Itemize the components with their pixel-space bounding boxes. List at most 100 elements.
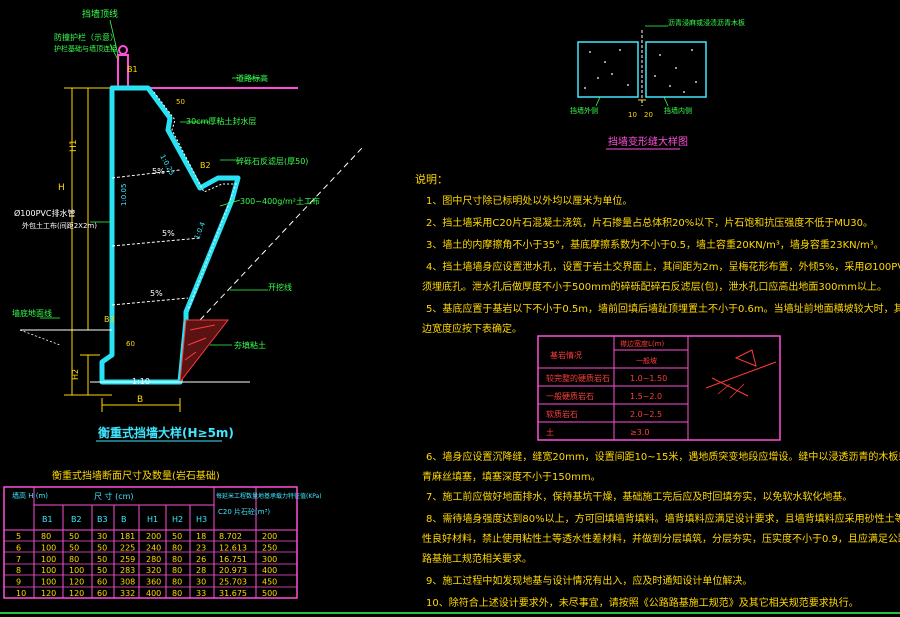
dim-table-col-header: B (121, 515, 127, 524)
wall-outline (99, 85, 241, 385)
ratio-face-label: 1:0.05 (120, 184, 128, 206)
dim-table-cell: 6 (16, 543, 21, 552)
note-line: 9、施工过程中如发现地基与设计情况有出入，应及时通知设计单位解决。 (426, 574, 752, 587)
ledge-rock-cell: 软质岩石 (546, 409, 578, 419)
dim-h-label: H (58, 183, 65, 193)
dim-table-cell: 100 (69, 566, 84, 575)
joint-dim-10: 10 (628, 111, 637, 119)
ledge-rock-cell: 一般硬质岩石 (546, 391, 594, 401)
dim-table-cell: 400 (262, 566, 277, 575)
label-guardrail: 防撞护栏（示意） (54, 32, 118, 42)
dim-table-col-header: B1 (42, 515, 53, 524)
dim-table-cell: 80 (41, 532, 51, 541)
dim-table-cell: 80 (172, 555, 182, 564)
ledge-width-cell: 1.0~1.50 (630, 374, 667, 383)
ledge-header-width: 襟边宽度L(m) (620, 339, 664, 348)
dim-h1-label: H1 (69, 140, 79, 153)
dim-table-title: 衡重式挡墙断面尺寸及数量(岩石基础) (52, 469, 220, 482)
dim-b1-label: B1 (127, 65, 138, 74)
gravel-layer (153, 91, 237, 311)
label-guardrail-note: 护栏基础与墙顶连接 (54, 44, 117, 53)
label-drain-pipe: Ø100PVC排水管 (14, 208, 75, 218)
label-seal-layer: 30cm厚粘土封水层 (186, 116, 256, 126)
dim-table-cell: 181 (120, 532, 135, 541)
label-road-level: 道路标高 (236, 73, 268, 83)
note-line: 性良好材料，禁止使用粘性土等透水性差材料，并做到分层填筑，分层夯实，压实度不小于… (422, 532, 900, 545)
dim-table-cell: 50 (97, 566, 107, 575)
dim-table-header-qty: 每延米工程数量 (216, 492, 258, 500)
dim-h2-label: H2 (71, 369, 80, 380)
dim-table-cell: 80 (69, 555, 79, 564)
dim-table-cell: 80 (172, 589, 182, 598)
dim-table-cell: 28 (196, 566, 206, 575)
dim-table-cell: 320 (146, 566, 161, 575)
dim-table-cell: 7 (16, 555, 21, 564)
dim-table-col-header: B3 (97, 515, 108, 524)
note-line: 6、墙身应设置沉降缝，缝宽20mm，设置间距10~15米，遇地质突变地段应增设。… (426, 450, 900, 463)
dim-table-cell: 9 (16, 578, 21, 587)
dim-table-cell: 60 (97, 589, 107, 598)
dim-table-cell: 25.703 (219, 578, 247, 587)
dim-table-cell: 50 (69, 543, 79, 552)
label-wall-bottom: 墙底地面线 (12, 308, 52, 318)
note-line: 2、挡土墙采用C20片石混凝土浇筑，片石掺量占总体积20%以下，片石饱和抗压强度… (426, 216, 873, 229)
dim-table-cell: 332 (120, 589, 135, 598)
dim-table-cell: 10 (16, 589, 26, 598)
joint-title: 挡墙变形缝大样图 (608, 135, 688, 148)
backfill-area (179, 319, 230, 384)
dim-table-cell: 26 (196, 555, 206, 564)
dim-table-cell: 283 (120, 566, 135, 575)
dim-table-cell: 360 (146, 578, 161, 587)
ledge-header-general: 一般坡 (636, 356, 657, 365)
dim-table-cell: 100 (41, 578, 56, 587)
dim-table-cell: 8 (16, 566, 21, 575)
note-line: 3、墙土的内摩擦角不小于35°，基底摩擦系数为不小于0.5，墙土容重20KN/m… (426, 238, 884, 251)
dim-table-cell: 120 (41, 589, 56, 598)
dim-table-cell: 12.613 (219, 543, 247, 552)
joint-detail: 沥青浸麻或浸渍沥青木板 挡墙外侧 挡墙内侧 10 20 挡墙变形缝大样图 (570, 18, 745, 150)
ledge-rock-cell: 土 (546, 427, 554, 437)
dim-table-header-bearing: 地基承载力特征值(KPa) (258, 492, 322, 500)
dim-table-header-dims: 尺 寸 (cm) (94, 491, 134, 501)
joint-left-block (577, 41, 639, 98)
dim-table-cell: 250 (262, 543, 277, 552)
note-line: 青麻丝填塞，填塞深度不小于150mm。 (422, 470, 601, 483)
dim-table-header-c20: C20 片石砼(m³) (218, 507, 270, 516)
label-slope-top: 5% (152, 167, 165, 176)
dim-table-cell: 100 (41, 566, 56, 575)
joint-dim-20: 20 (644, 111, 653, 119)
label-drain-pipe-note: 外包土工布(间距2X2m) (22, 221, 97, 230)
joint-right-block (645, 41, 707, 98)
dim-table-cell: 100 (41, 543, 56, 552)
dim-b-label: B (137, 395, 143, 405)
note-line: 4、挡土墙墙身应设置泄水孔，设置于岩土交界面上，其间距为2m，呈梅花形布置，外倾… (426, 260, 900, 273)
dim-b2-label: B2 (200, 161, 211, 170)
dim-table-cell: 300 (262, 555, 277, 564)
dim-table-cell: 400 (146, 589, 161, 598)
dim-table-cell: 50 (97, 543, 107, 552)
notes-heading: 说明： (415, 172, 448, 186)
note-line: 须埋底孔。泄水孔后做厚度不小于500mm的碎砾配碎石反滤层(包)，泄水孔口应高出… (422, 280, 887, 293)
dim-table-col-header: B2 (71, 515, 82, 524)
ledge-width-cell: 1.5~2.0 (630, 392, 662, 401)
dim-table-cell: 259 (120, 555, 135, 564)
dim-table-cell: 200 (146, 532, 161, 541)
note-line: 1、图中尺寸除已标明处以外均以厘米为单位。 (426, 194, 632, 207)
joint-right-label: 挡墙内侧 (664, 106, 692, 115)
label-slope-low: 5% (150, 289, 163, 298)
label-backfill: 夯填粘土 (234, 340, 266, 350)
dim-table-cell: 50 (172, 532, 182, 541)
label-excavation-line: 开挖线 (268, 282, 292, 292)
wall-section-title: 衡重式挡墙大样(H≥5m) (98, 425, 234, 440)
ratio-back-label: 1:0.4 (193, 220, 207, 240)
dim-table-cell: 8.702 (219, 532, 242, 541)
dim-table-cell: 450 (262, 578, 277, 587)
label-gravel-layer: 碎砾石反滤层(厚50) (236, 156, 308, 166)
joint-left-label: 挡墙外侧 (570, 106, 598, 115)
ledge-rock-cell: 较完整的硬质岩石 (546, 373, 610, 383)
dim-table-cell: 30 (196, 578, 206, 587)
note-line: 路基施工规范相关要求。 (422, 552, 532, 565)
dim-table-cell: 50 (69, 532, 79, 541)
dim-table-cell: 31.675 (219, 589, 247, 598)
